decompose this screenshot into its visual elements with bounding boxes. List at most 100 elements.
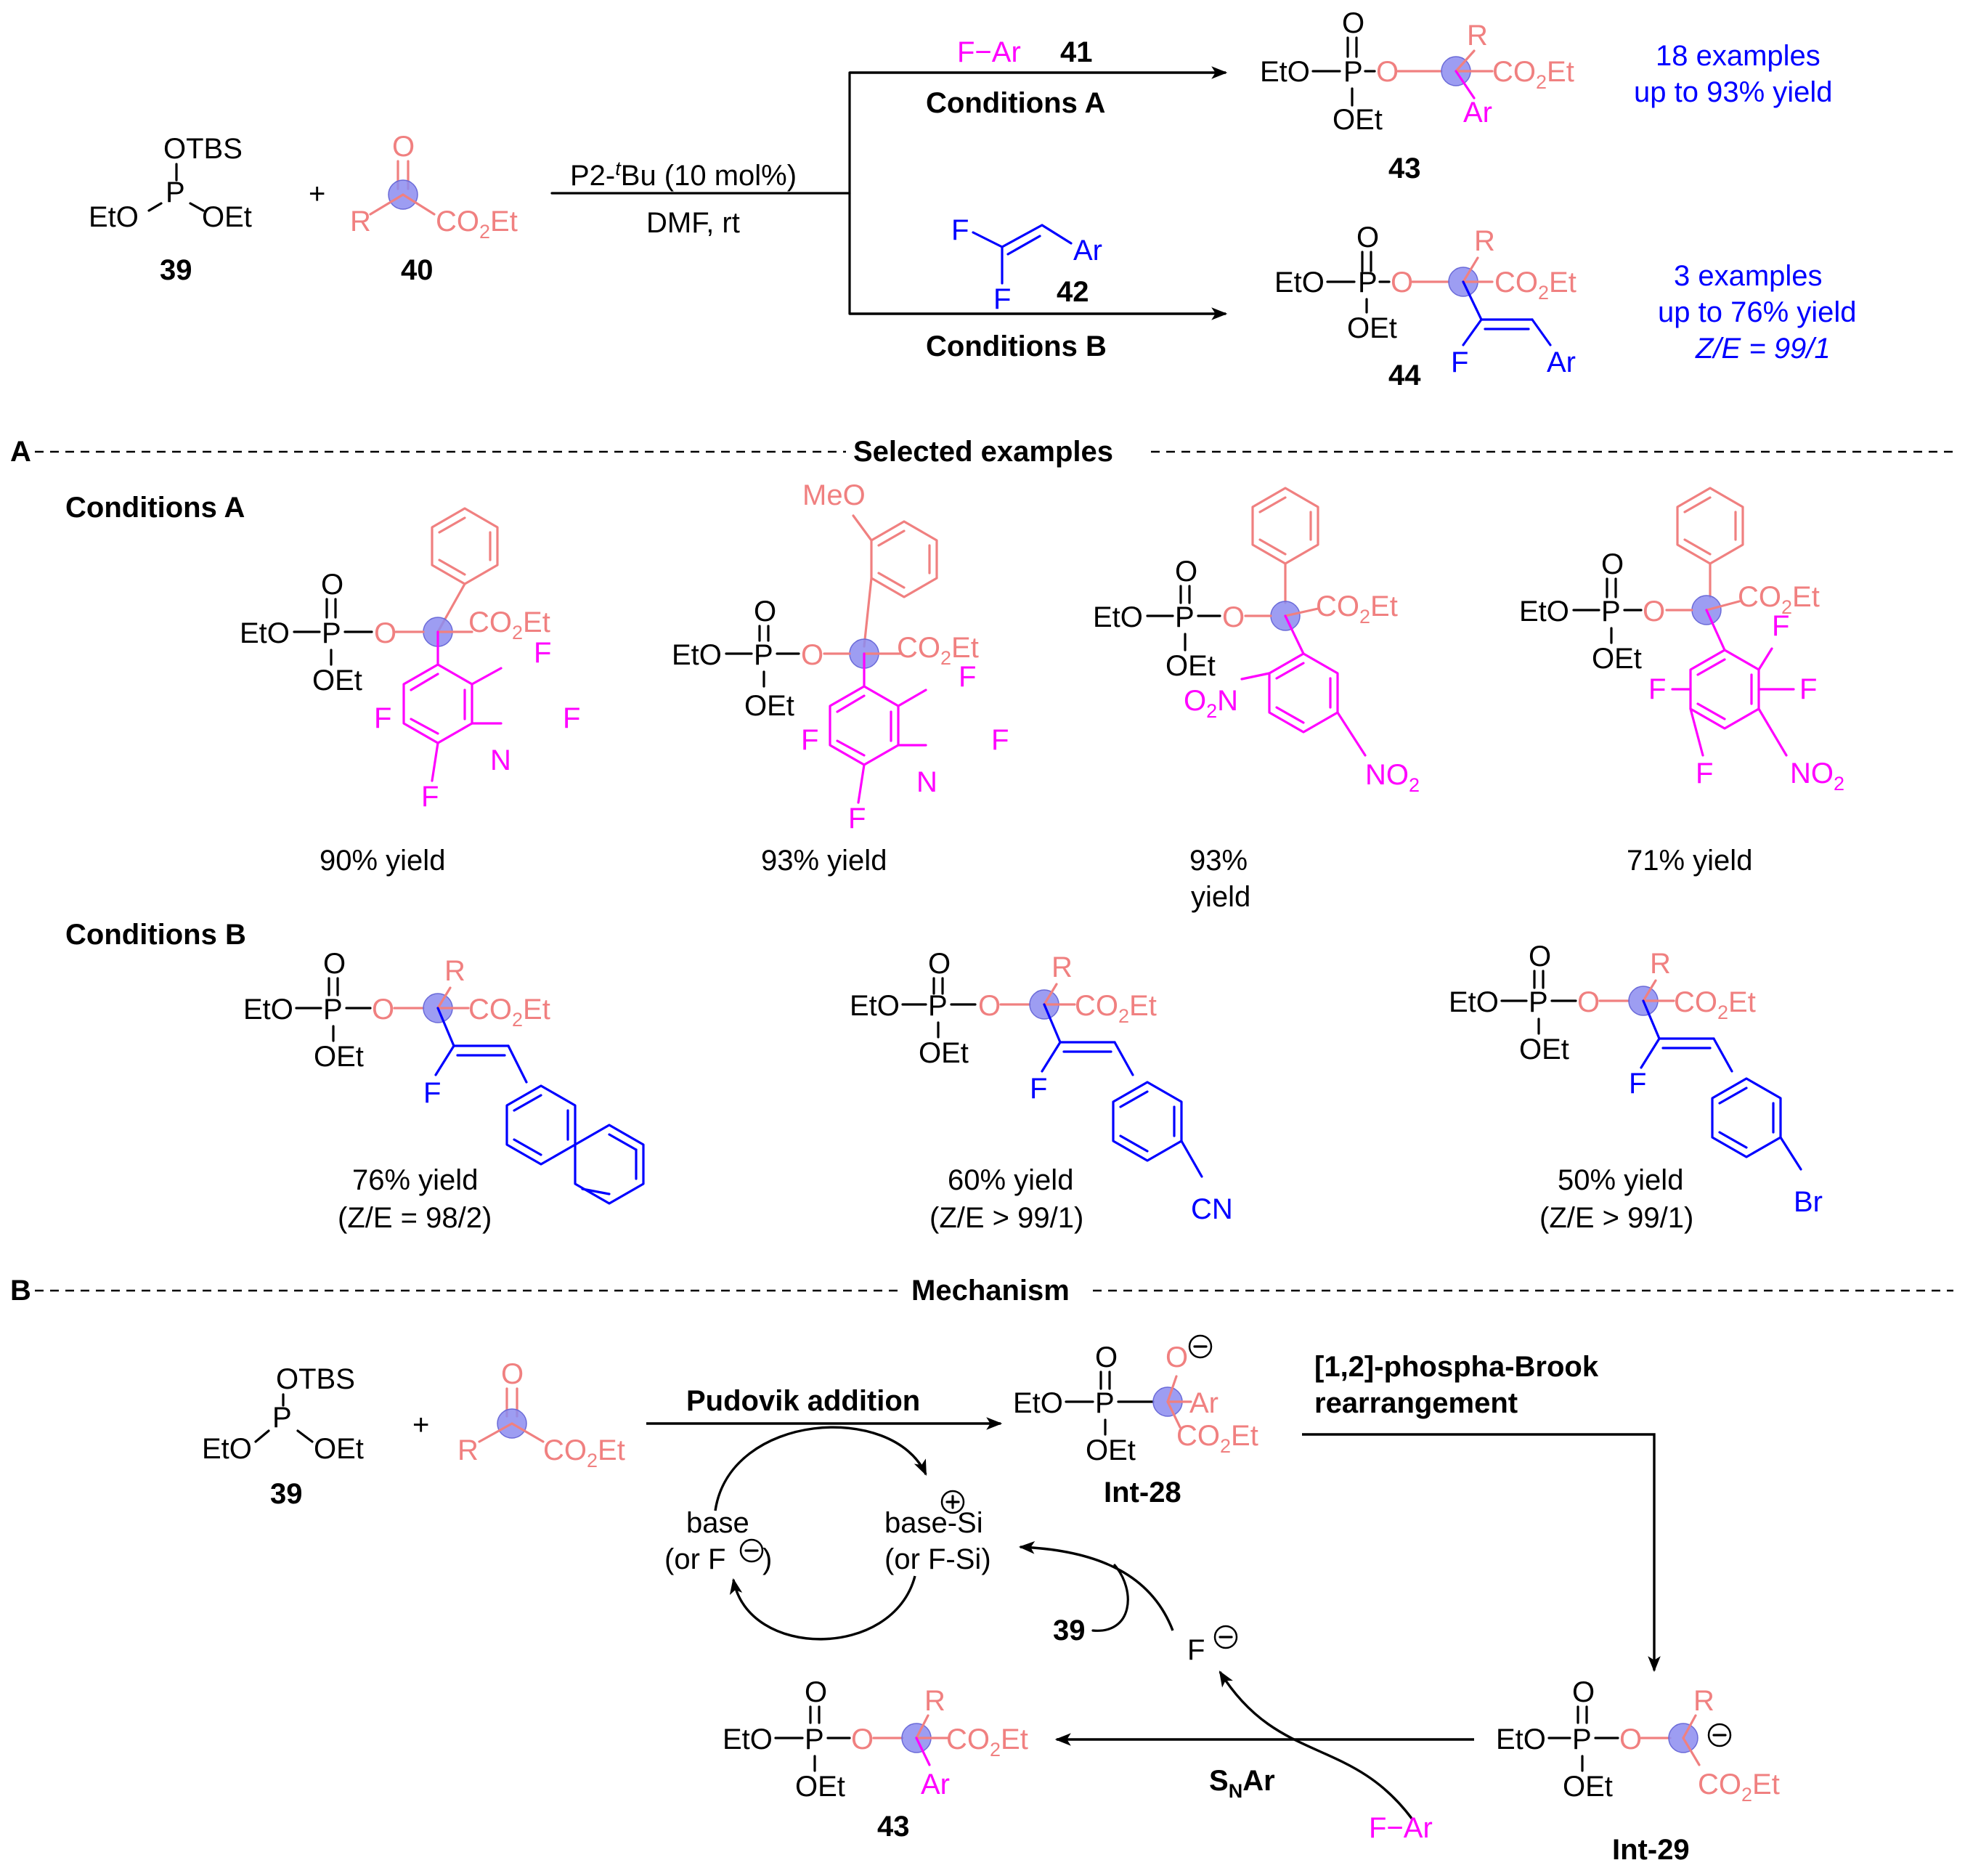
yield-a1: 90% yield	[320, 845, 445, 877]
atom-O: O	[501, 1358, 524, 1390]
product-44: O P EtO O OEt R CO2Et F Ar 44	[1274, 222, 1577, 391]
mech-39-return-label: 39	[1053, 1615, 1086, 1646]
example-a2: MeO CO2Et O O P EtO OEt F F F N F 93% yi…	[672, 479, 1009, 877]
fluoroarene-41: F−Ar	[957, 36, 1021, 68]
top-scheme: OTBS P EtO OEt 39 + O R CO2Et 40 P2-tBu …	[89, 7, 1857, 391]
atom-F: F	[423, 1077, 441, 1109]
atom-CO2Et: CO2Et	[1698, 1769, 1780, 1806]
mech-plus-sign: +	[412, 1409, 429, 1441]
ze-b3: (Z/E > 99/1)	[1539, 1202, 1693, 1234]
solvent-label: DMF, rt	[646, 207, 740, 239]
atom-F: F	[1451, 346, 1468, 378]
atom-CO2Et: CO2Et	[1674, 986, 1756, 1023]
atom-OEt: OEt	[795, 1771, 845, 1803]
atom-F: F	[959, 661, 976, 693]
example-a3: CO2Et O O P EtO OEt O2N NO2 93% yield	[1093, 487, 1420, 913]
atom-CO2Et: CO2Et	[1075, 990, 1157, 1027]
atom-CO2Et: CO2Et	[1176, 1420, 1258, 1457]
mech-39-label: 39	[270, 1478, 303, 1510]
atom-F: F	[991, 724, 1009, 756]
atom-CO2Et: CO2Et	[1494, 267, 1577, 304]
atom-OEt: OEt	[919, 1037, 969, 1069]
atom-Ar: Ar	[1073, 235, 1102, 267]
yield-a3-word: yield	[1191, 881, 1250, 913]
plus-sign: +	[309, 178, 325, 210]
atom-CO2Et: CO2Et	[436, 206, 518, 243]
atom-P: P	[754, 639, 773, 671]
atom-P: P	[1175, 601, 1195, 633]
atom-EtO: EtO	[240, 617, 290, 649]
atom-OTBS: OTBS	[163, 133, 243, 165]
atom-O: O	[851, 1723, 874, 1755]
section-b-title: Mechanism	[911, 1275, 1070, 1307]
gem-difluoroalkene-42: F F Ar 42	[951, 214, 1102, 315]
atom-CO2Et: CO2Et	[1738, 581, 1820, 618]
conditions-b-label: Conditions B	[926, 330, 1107, 362]
atom-EtO: EtO	[1449, 986, 1499, 1018]
atom-O: O	[1572, 1676, 1595, 1708]
mech-ketoester-40: O R CO2Et	[457, 1358, 625, 1471]
atom-OEt: OEt	[1165, 650, 1216, 682]
mech-product-43: O P EtO O OEt R CO2Et Ar 43	[723, 1676, 1028, 1843]
example-b1: O P EtO O OEt R CO2Et F 76% yield (Z/E =…	[243, 948, 645, 1234]
atom-F: F	[1696, 758, 1713, 789]
brook-label-line1: [1,2]-phospha-Brook	[1314, 1351, 1599, 1383]
atom-R: R	[924, 1685, 945, 1717]
atom-Ar: Ar	[921, 1769, 950, 1800]
atom-EtO: EtO	[1260, 56, 1310, 88]
atom-CO2Et: CO2Et	[1492, 56, 1574, 93]
atom-OEt: OEt	[1563, 1771, 1613, 1803]
atom-CO2Et: CO2Et	[543, 1434, 625, 1471]
atom-P: P	[1095, 1387, 1115, 1419]
atom-O: O	[1175, 556, 1197, 588]
atom-F: F	[993, 283, 1011, 315]
yield-b2: 60% yield	[948, 1164, 1073, 1196]
atom-EtO: EtO	[1274, 267, 1325, 299]
atom-EtO: EtO	[1519, 596, 1569, 628]
atom-F: F	[1030, 1073, 1047, 1105]
atom-O: O	[805, 1676, 827, 1708]
atom-OEt: OEt	[1519, 1034, 1569, 1065]
int-29: O P EtO O OEt R CO2Et Int-29	[1496, 1676, 1780, 1866]
atom-EtO: EtO	[243, 994, 293, 1026]
atom-R: R	[1693, 1685, 1714, 1717]
atom-EtO: EtO	[89, 201, 139, 233]
int-28: O P EtO OEt O Ar CO2Et Int-28	[1013, 1334, 1258, 1508]
example-b2: O P EtO O OEt R CO2Et F CN 60% yield (Z/…	[850, 948, 1233, 1234]
atom-O: O	[1643, 596, 1665, 628]
atom-O: O	[323, 948, 346, 980]
atom-P: P	[166, 176, 185, 208]
example-b3: O P EtO O OEt R CO2Et F Br 50% yield (Z/…	[1449, 941, 1823, 1234]
atom-O: O	[801, 639, 823, 671]
atom-P: P	[272, 1402, 292, 1434]
brook-label-line2: rearrangement	[1314, 1387, 1518, 1419]
section-a: A Selected examples Conditions A CO2Et O…	[10, 436, 1953, 1234]
atom-EtO: EtO	[202, 1433, 252, 1465]
atom-O: O	[1165, 1341, 1188, 1373]
section-b-letter: B	[10, 1275, 31, 1307]
atom-Ar: Ar	[1463, 97, 1492, 129]
atom-Br: Br	[1794, 1186, 1823, 1218]
base-label: base	[686, 1507, 749, 1539]
atom-Ar: Ar	[1547, 346, 1576, 378]
atom-R: R	[350, 206, 371, 237]
result-b-ze: Z/E = 99/1	[1695, 333, 1831, 365]
fluoride-label: F	[1187, 1634, 1205, 1666]
reagent-p2tbu: P2-tBu (10 mol%)	[570, 158, 797, 192]
mech-fluoroarene: F−Ar	[1369, 1812, 1433, 1844]
compound-41-label: 41	[1060, 36, 1093, 68]
example-a4: CO2Et O O P EtO OEt F F F F NO2 71% yiel…	[1519, 487, 1844, 877]
section-a-letter: A	[10, 436, 31, 468]
base-si-label: base-Si	[884, 1507, 983, 1539]
mech-phosphite-39: OTBS P EtO OEt 39	[202, 1363, 364, 1510]
atom-P: P	[1343, 56, 1363, 88]
yield-b3: 50% yield	[1558, 1164, 1683, 1196]
section-b: B Mechanism OTBS P EtO OEt 39 + O R CO2E…	[10, 1275, 1953, 1866]
atom-EtO: EtO	[672, 639, 722, 671]
conditions-a-label: Conditions A	[926, 87, 1105, 119]
atom-OEt: OEt	[1086, 1434, 1136, 1466]
phosphite-39: OTBS P EtO OEt 39	[89, 133, 252, 286]
mech-43-label: 43	[877, 1811, 910, 1843]
atom-MeO: MeO	[802, 479, 866, 511]
atom-EtO: EtO	[1496, 1723, 1546, 1755]
